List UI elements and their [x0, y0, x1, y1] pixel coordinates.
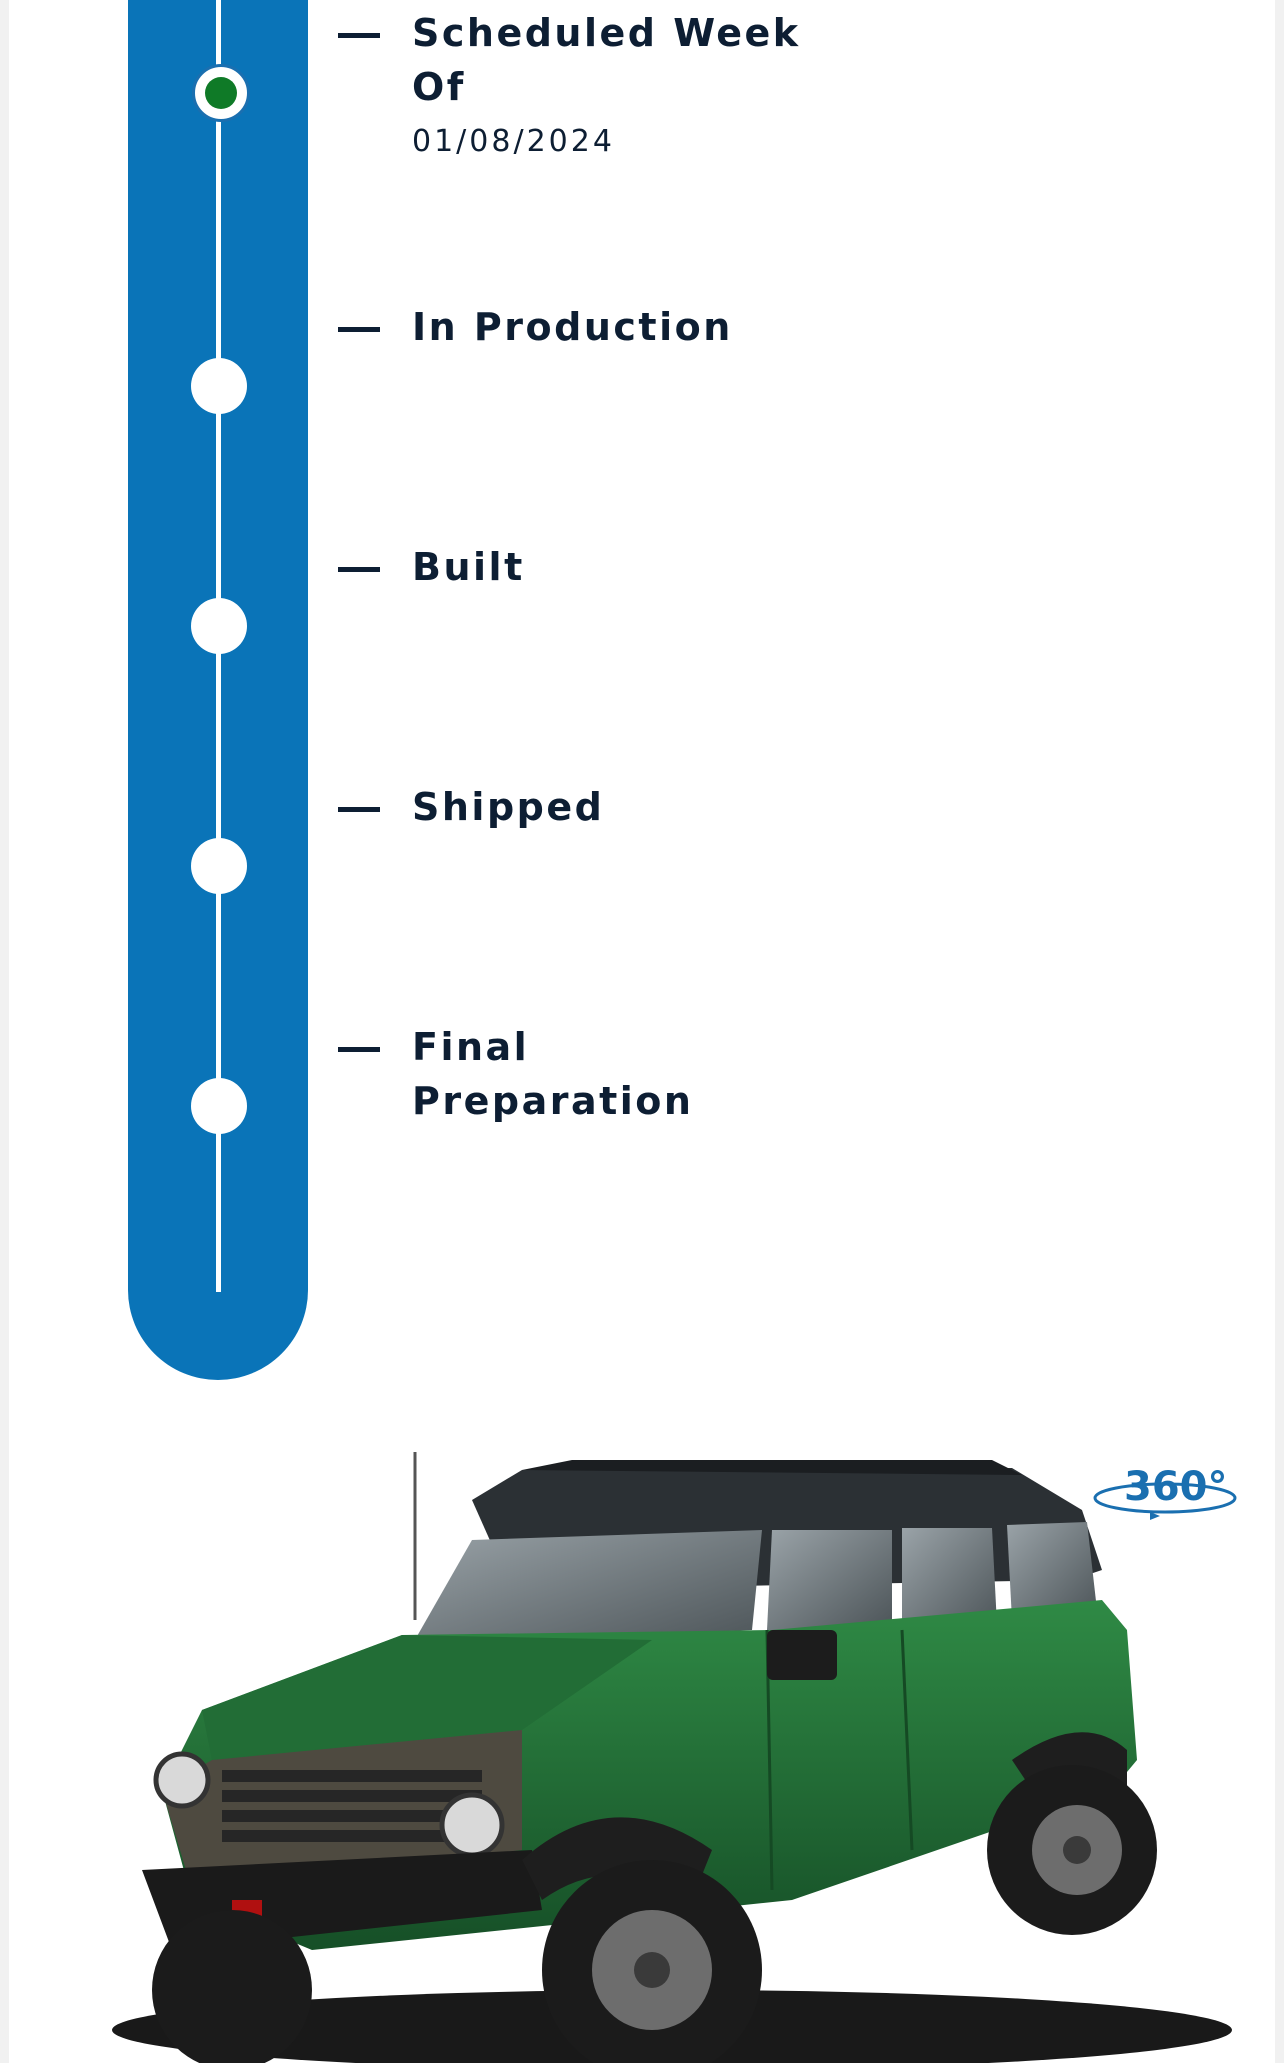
timeline-node-scheduled [192, 64, 250, 122]
vehicle-360-view-icon[interactable]: 360° [1090, 1460, 1240, 1520]
timeline-dash [338, 567, 380, 572]
timeline-dash [338, 807, 380, 812]
step-label-built: Built [412, 545, 525, 589]
timeline-track [128, 0, 308, 1380]
vehicle-image[interactable] [52, 1430, 1232, 2063]
vehicle-360-label: 360° [1124, 1464, 1228, 1510]
step-label-shipped: Shipped [412, 785, 605, 829]
page-edge-right [1275, 0, 1284, 2063]
page-edge-left [0, 0, 9, 2063]
timeline-dash [338, 33, 380, 38]
step-label-final-preparation: Final Preparation [412, 1025, 694, 1123]
timeline-dash [338, 1047, 380, 1052]
timeline-node-shipped [191, 838, 247, 894]
timeline-node-final-preparation [191, 1078, 247, 1134]
step-label-in-production: In Production [412, 305, 733, 349]
timeline-node-in-production [191, 358, 247, 414]
step-date-scheduled: 01/08/2024 [412, 124, 615, 159]
vehicle-illustration [112, 1452, 1232, 2063]
active-status-dot [205, 77, 237, 109]
step-label-scheduled: Scheduled Week Of [412, 11, 801, 109]
timeline-dash [338, 327, 380, 332]
timeline-node-built [191, 598, 247, 654]
